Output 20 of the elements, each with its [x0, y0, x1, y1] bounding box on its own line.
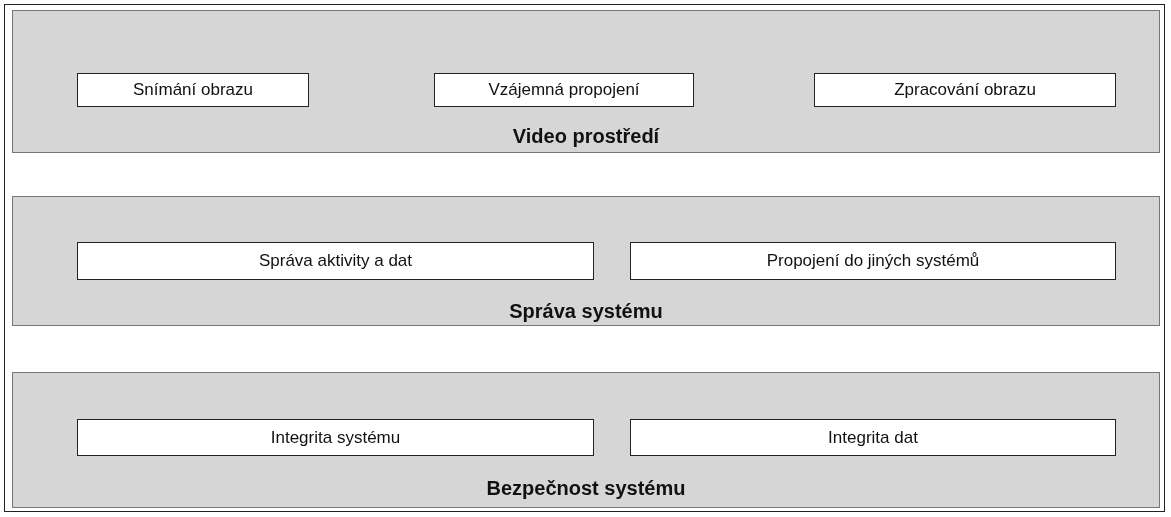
layer-title: Video prostředí: [512, 125, 660, 148]
component-label: Zpracování obrazu: [894, 80, 1036, 100]
component-box: [434, 73, 694, 107]
component-box: [77, 73, 309, 107]
component-label: Propojení do jiných systémů: [766, 251, 980, 271]
component-label: Vzájemná propojení: [488, 80, 640, 100]
component-label: Integrita systému: [270, 427, 401, 448]
layer-band: [12, 196, 1160, 326]
layer-band: [12, 10, 1160, 153]
component-label: Snímání obrazu: [133, 80, 253, 100]
component-box: [630, 419, 1116, 456]
layer-title: Bezpečnost systému: [486, 477, 686, 500]
layer-title: Správa systému: [509, 300, 663, 323]
component-label: Správa aktivity a dat: [258, 251, 413, 271]
component-box: [77, 242, 594, 280]
layer-band: [12, 372, 1160, 508]
component-box: [814, 73, 1116, 107]
component-label: Integrita dat: [828, 427, 918, 448]
component-box: [77, 419, 594, 456]
component-box: [630, 242, 1116, 280]
